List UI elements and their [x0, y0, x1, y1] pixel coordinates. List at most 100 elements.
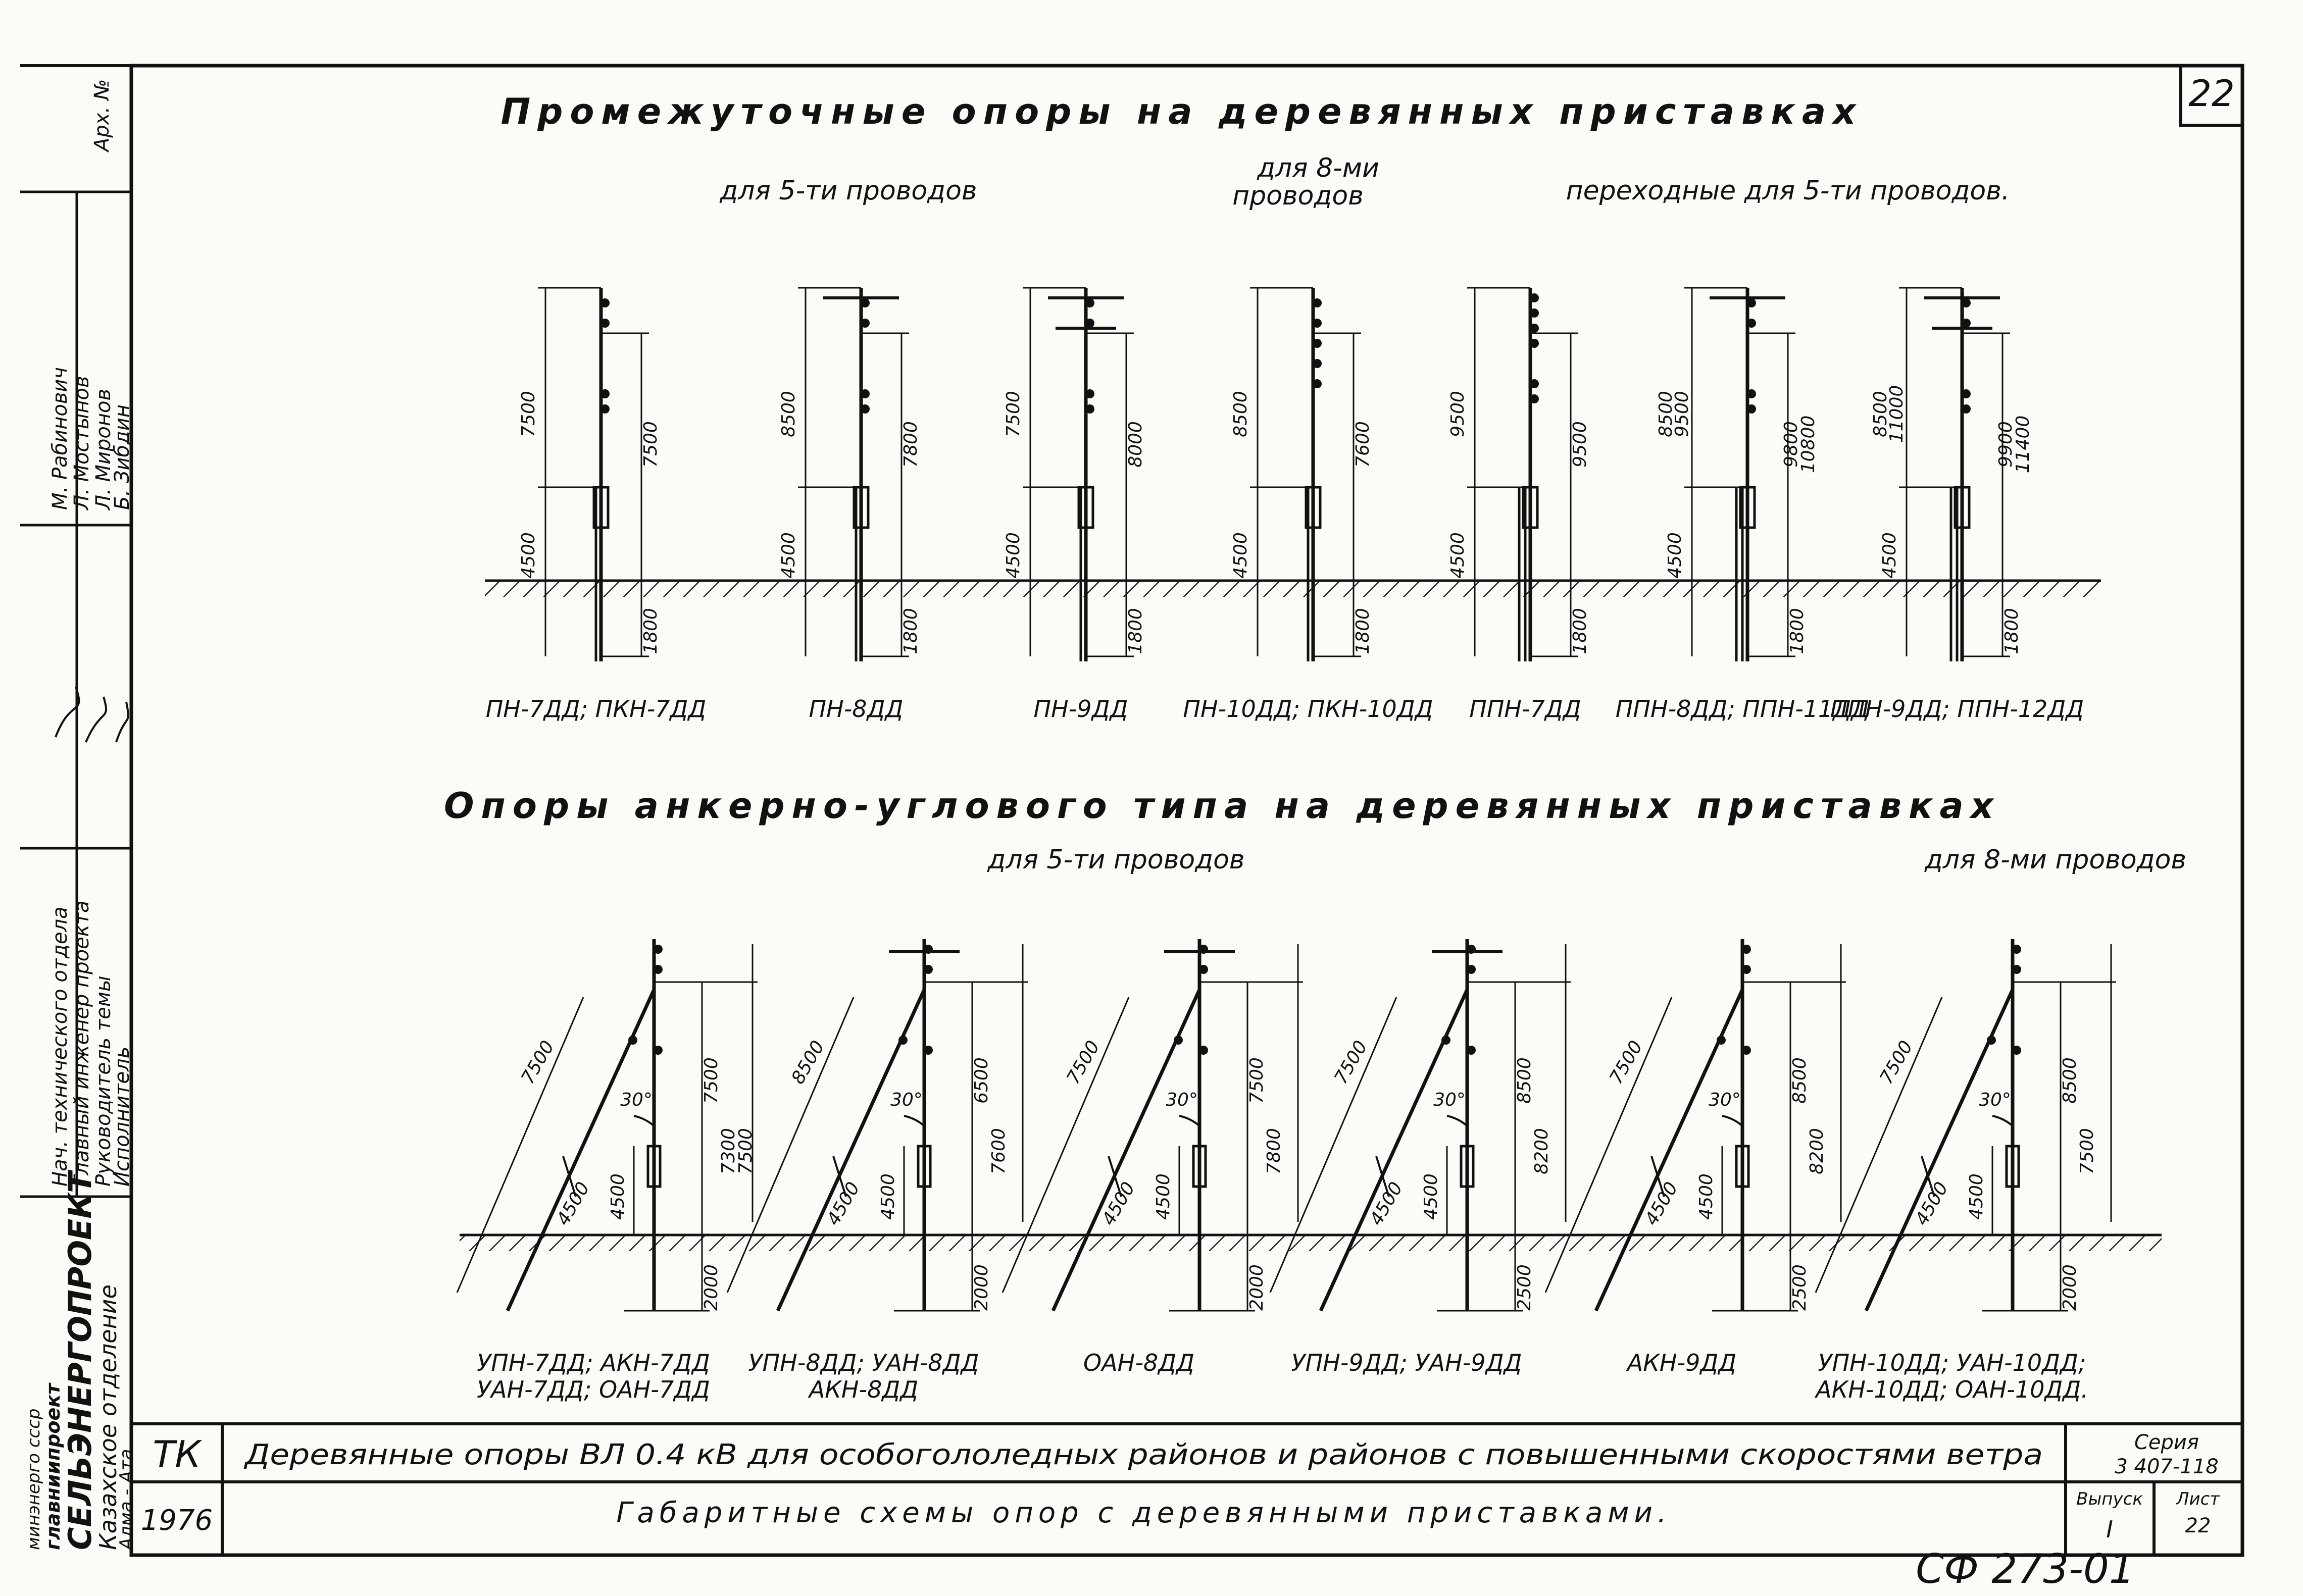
- dim-right-ground: 1800: [2001, 608, 2022, 654]
- dim-right-1: 8500: [2060, 1057, 2080, 1104]
- bottom-section-title: Опоры анкерно-углового типа на деревянны…: [444, 785, 2000, 827]
- dim-left-stub: 4500: [878, 1173, 898, 1220]
- name-2: Л. Мостынов: [70, 376, 93, 511]
- dim-left-stub: 4500: [1879, 532, 1900, 579]
- pole-type-label: ПН-9ДД: [1034, 695, 1128, 723]
- dim-left-overall: 7500: [1003, 391, 1024, 437]
- dim-right-1: 7500: [701, 1057, 722, 1104]
- insulator: [600, 404, 610, 414]
- dim-left-overall: 8500: [778, 391, 799, 437]
- role-3: Руководитель темы: [92, 975, 115, 1187]
- dim-ground-depth: 2500: [1789, 1264, 1810, 1311]
- pole-type-label: ПН-10ДД; ПКН-10ДД: [1183, 695, 1433, 723]
- angle-label: 30°: [1433, 1090, 1466, 1110]
- dim-right-2: 8200: [1807, 1128, 1827, 1174]
- insulator: [600, 319, 610, 328]
- pole-type-label-2: АКН-10ДД; ОАН-10ДД.: [1814, 1376, 2088, 1403]
- dim-ground-depth: 2500: [1514, 1264, 1535, 1311]
- insulator: [1085, 319, 1094, 328]
- dim-right-overall: 7500: [640, 421, 661, 468]
- dim-left-overall-b: 9500: [1672, 391, 1692, 437]
- pole-clamp: [2005, 1145, 2020, 1188]
- pole-type-label-1: ОАН-8ДД: [1083, 1349, 1194, 1376]
- role-4: Исполнитель: [111, 1047, 134, 1187]
- dim-right-1: 8500: [1789, 1057, 1810, 1104]
- insulator: [1530, 324, 1539, 333]
- insulator: [861, 389, 870, 398]
- sidebar-organization: минэнерго ссср главниипроект СЕЛЬЭНЕРГОП…: [24, 1169, 137, 1551]
- insulator: [1747, 298, 1756, 307]
- strut-dim-line: [1002, 997, 1130, 1293]
- insulator: [1085, 298, 1094, 307]
- dim-left-stub: 4500: [1966, 1173, 1987, 1220]
- dim-right-overall: 9500: [1570, 421, 1590, 468]
- angle-arc: [1179, 1115, 1200, 1127]
- org-line-1: минэнерго ссср: [24, 1409, 44, 1551]
- dim-right-1: 6500: [971, 1057, 992, 1104]
- dim-right-overall-a: 9800: [1781, 421, 1801, 468]
- insulator: [654, 965, 663, 974]
- angle-arc: [1722, 1115, 1743, 1127]
- sidebar-names: М. Рабинович Л. Мостынов Л. Миронов Б. З…: [48, 367, 134, 511]
- dim-right-2: 7300: [718, 1128, 739, 1174]
- angle-label: 30°: [1709, 1090, 1741, 1110]
- strut-lower-length: 4500: [1098, 1178, 1139, 1229]
- dim-left-overall: 7500: [518, 391, 539, 437]
- pole-type-label: ПН-7ДД; ПКН-7ДД: [486, 695, 707, 723]
- insulator: [1467, 1046, 1476, 1055]
- drawing-code: СФ 273-01: [1916, 1546, 2135, 1592]
- strut-clamp: [1921, 1156, 1935, 1197]
- insulator: [654, 1046, 663, 1055]
- strut-dim-line: [1815, 997, 1943, 1293]
- org-line-2: главниипроект: [42, 1382, 64, 1550]
- strut-length: 8500: [787, 1037, 828, 1088]
- org-line-4: Казахское отделение: [94, 1284, 122, 1550]
- dim-right-ground: 1800: [1125, 608, 1146, 654]
- dim-left-overall: 9500: [1447, 391, 1468, 437]
- pole-type-label-1: УПН-7ДД; АКН-7ДД: [477, 1349, 710, 1376]
- angle-arc: [1992, 1115, 2014, 1127]
- pole-clamp: [1460, 1145, 1475, 1188]
- insulator: [1085, 404, 1094, 414]
- insulator: [628, 1036, 637, 1045]
- strut-clamp: [562, 1156, 577, 1197]
- dim-left-overall-a: 8500: [1656, 391, 1676, 437]
- pole-type-label-2: АКН-8ДД: [808, 1376, 918, 1403]
- insulator: [1717, 1036, 1726, 1045]
- insulator: [1530, 394, 1539, 403]
- role-2: Главный инженер проекта: [70, 900, 93, 1187]
- insulator: [1441, 1036, 1450, 1045]
- dim-right-overall: 7600: [1353, 421, 1373, 468]
- insulator: [1962, 404, 1971, 414]
- strut-lower-length: 4500: [1641, 1178, 1682, 1229]
- insulator: [924, 1046, 933, 1055]
- pole-type-label: ПН-8ДД: [809, 695, 904, 723]
- dim-right-2: 8200: [1531, 1128, 1552, 1174]
- archive-label: Арх. №: [90, 79, 114, 153]
- dim-left-overall-b: 11000: [1886, 385, 1907, 443]
- dim-right-2: 7600: [988, 1128, 1009, 1174]
- strut-clamp: [1375, 1156, 1390, 1197]
- insulator: [861, 404, 870, 414]
- dim-right-overall-b: 11400: [2013, 416, 2033, 474]
- bottom-group-5-wires: для 5-ти проводов: [987, 845, 1244, 875]
- insulator: [1742, 1046, 1751, 1055]
- insulator: [600, 298, 610, 307]
- drawing-title-line1: Деревянные опоры ВЛ 0.4 кВ для особоголо…: [243, 1438, 2043, 1471]
- dim-right-overall: 8000: [1125, 421, 1146, 468]
- dim-right-ground: 1800: [1570, 608, 1590, 654]
- strut-lower-length: 4500: [553, 1178, 593, 1229]
- role-1: Нач. технического отдела: [48, 906, 72, 1187]
- strut-clamp: [1650, 1156, 1665, 1197]
- insulator: [654, 945, 663, 954]
- insulator: [1467, 965, 1476, 974]
- dim-left-stub: 4500: [1665, 532, 1685, 579]
- angle-label: 30°: [620, 1090, 653, 1110]
- strut-lower-length: 4500: [1366, 1178, 1407, 1229]
